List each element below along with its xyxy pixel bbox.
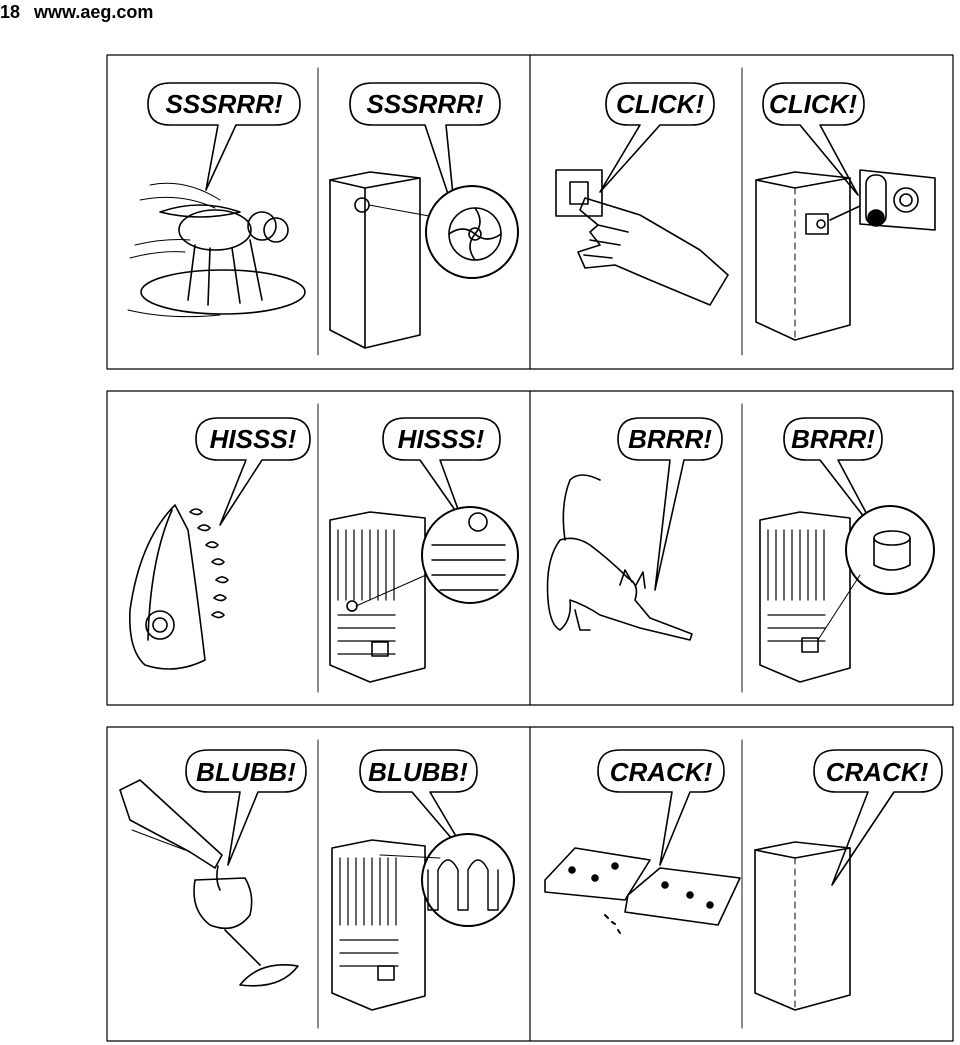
- fridge-fan-icon: [329, 171, 519, 349]
- speech-bubble: BLUBB!: [185, 749, 307, 866]
- site-url: www.aeg.com: [34, 1, 154, 22]
- page-number: 18: [0, 1, 21, 22]
- speech-bubble: CRACK!: [813, 749, 943, 886]
- fridge-tubing-icon: [331, 833, 515, 1011]
- sound-label: CLICK!: [769, 89, 857, 119]
- speech-bubble: SSSRRR!: [147, 82, 301, 191]
- sound-label: BLUBB!: [368, 757, 468, 787]
- speech-bubble: SSSRRR!: [349, 82, 501, 216]
- sound-label: BLUBB!: [196, 757, 296, 787]
- fly-icon: [127, 182, 306, 318]
- speech-bubble: HISSS!: [382, 417, 501, 521]
- speech-bubble: BLUBB!: [359, 749, 478, 861]
- fridge-coil-icon: [329, 506, 519, 683]
- row-3: BLUBB! BLUBB! CRACK!: [106, 726, 954, 1042]
- row-2: HISSS! HISSS! BRRR!: [106, 390, 954, 706]
- wine-pour-icon: [119, 779, 299, 987]
- light-switch-hand-icon: [555, 169, 729, 306]
- speech-bubble: CLICK!: [599, 82, 715, 193]
- fridge-compressor-icon: [759, 505, 935, 683]
- sound-label: HISSS!: [398, 424, 485, 454]
- sound-label: CLICK!: [616, 89, 704, 119]
- speech-bubble: HISSS!: [195, 417, 311, 526]
- stretching-cat-icon: [546, 474, 693, 641]
- fridge-body-icon: [754, 841, 851, 1011]
- speech-bubble: CRACK!: [597, 749, 725, 866]
- sound-label: SSSRRR!: [366, 89, 483, 119]
- sound-label: CRACK!: [610, 757, 713, 787]
- steam-iron-icon: [128, 504, 229, 670]
- sound-label: CRACK!: [826, 757, 929, 787]
- sound-label: SSSRRR!: [165, 89, 282, 119]
- sound-label: HISSS!: [210, 424, 297, 454]
- fridge-thermostat-icon: [755, 169, 936, 341]
- speech-bubble: BRRR!: [617, 417, 723, 591]
- speech-bubble: BRRR!: [783, 417, 883, 536]
- sound-label: BRRR!: [628, 424, 712, 454]
- row-1: SSSRRR! SSSRRR!: [106, 54, 954, 370]
- sound-label: BRRR!: [791, 424, 875, 454]
- speech-bubble: CLICK!: [762, 82, 865, 196]
- cracker-icon: [544, 847, 741, 934]
- page-header: 18 www.aeg.com: [0, 0, 153, 24]
